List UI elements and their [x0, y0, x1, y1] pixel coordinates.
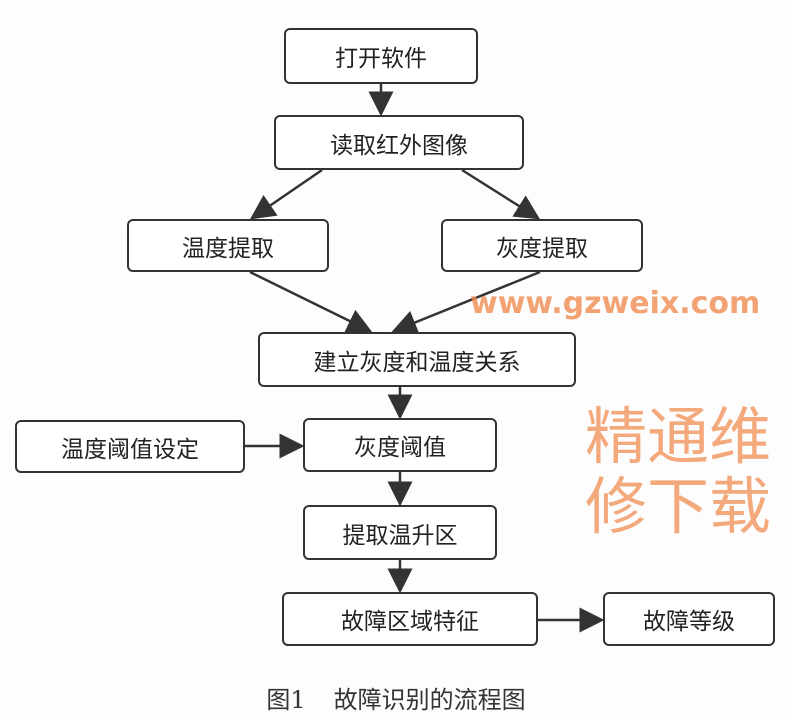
- arrow: [391, 270, 541, 335]
- arrow: [249, 168, 323, 220]
- figure-caption: 图1 故障识别的流程图: [0, 680, 792, 714]
- watermark-text: 精通维修下载: [585, 400, 772, 543]
- node-build-relation: 建立灰度和温度关系: [258, 332, 576, 387]
- watermark-url: www.gzweix.com: [470, 286, 761, 321]
- node-fault-area-feature: 故障区域特征: [282, 592, 538, 646]
- arrow: [249, 270, 373, 333]
- node-gray-extract: 灰度提取: [441, 219, 643, 272]
- node-extract-rise-area: 提取温升区: [303, 505, 497, 560]
- node-read-ir-image: 读取红外图像: [274, 115, 524, 170]
- node-open-software: 打开软件: [284, 28, 478, 84]
- caption-title: 故障识别的流程图: [333, 686, 526, 714]
- node-temp-extract: 温度提取: [127, 219, 329, 272]
- arrow: [461, 168, 541, 220]
- node-temp-threshold-set: 温度阈值设定: [15, 420, 245, 473]
- node-fault-level: 故障等级: [603, 592, 775, 646]
- node-gray-threshold: 灰度阈值: [303, 418, 497, 472]
- caption-label: 图1: [266, 686, 306, 714]
